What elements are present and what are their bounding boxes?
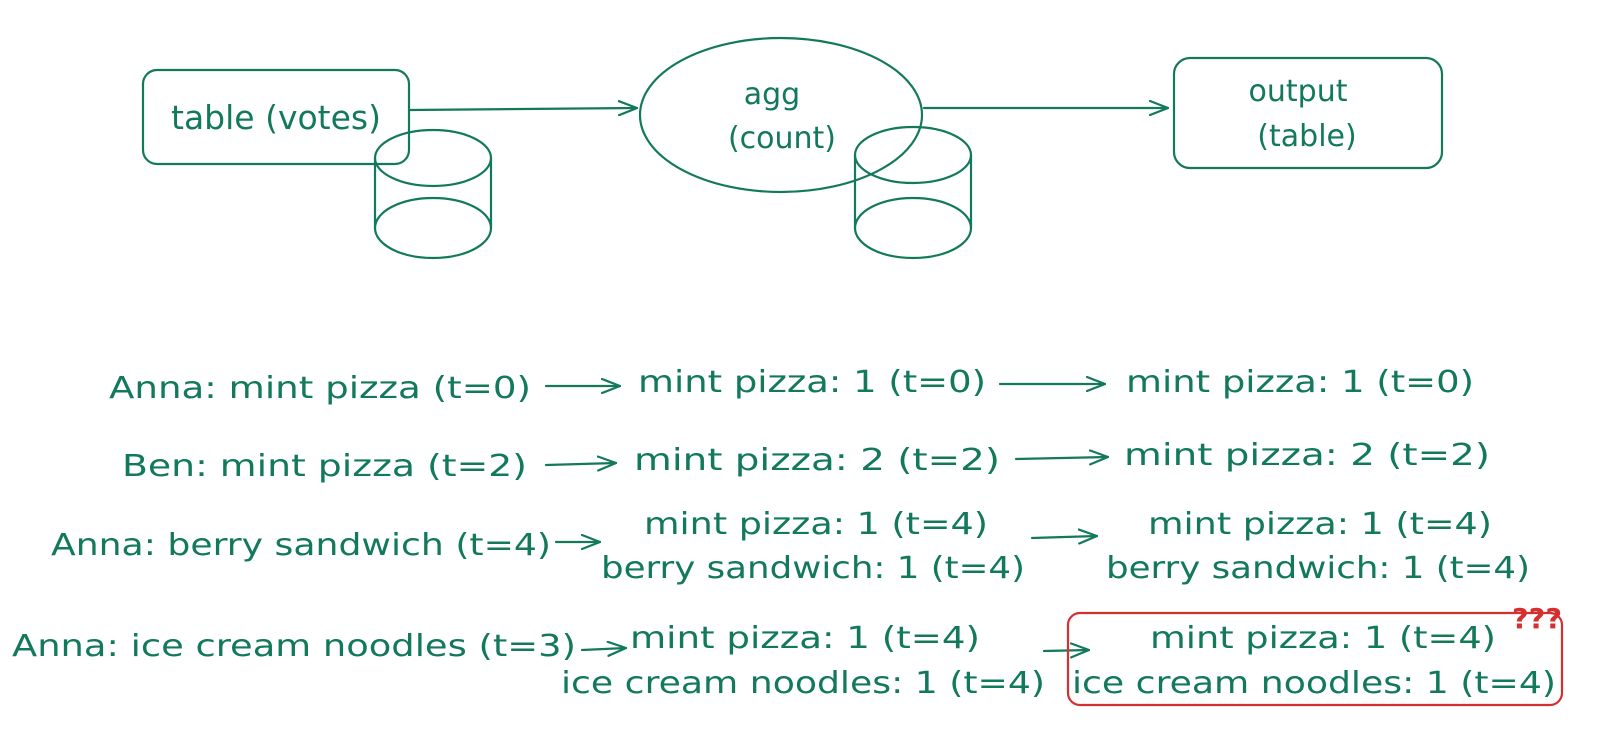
source-storage-icon	[373, 128, 493, 260]
row2-input-arrow	[544, 463, 618, 465]
agg-label: agg	[744, 77, 800, 112]
row3-output-arrow	[1030, 536, 1099, 538]
row2-input: Ben: mint pizza (t=2)	[122, 449, 527, 484]
row2-output-arrow	[1014, 457, 1110, 459]
row2-output-line1: mint pizza: 2 (t=2)	[1124, 438, 1490, 473]
row3-output-line1: mint pizza: 1 (t=4)	[1148, 507, 1492, 542]
output-sublabel: (table)	[1257, 119, 1356, 154]
row3-input: Anna: berry sandwich (t=4)	[51, 528, 551, 563]
row4-output-arrow	[1042, 650, 1091, 651]
source-to-agg-arrow	[408, 108, 639, 110]
agg-node	[638, 36, 924, 194]
source-label: table (votes)	[171, 98, 381, 137]
row1-agg-line1: mint pizza: 1 (t=0)	[638, 365, 986, 400]
anomaly-highlight-box	[1066, 611, 1564, 707]
source-table-box	[141, 68, 411, 166]
row4-output-line2: ice cream noodles: 1 (t=4)	[1072, 666, 1556, 701]
row1-output-line1: mint pizza: 1 (t=0)	[1126, 365, 1474, 400]
row1-input: Anna: mint pizza (t=0)	[109, 371, 531, 406]
agg-storage-icon	[853, 125, 973, 260]
row2-agg-line1: mint pizza: 2 (t=2)	[634, 443, 1000, 478]
row3-agg-line2: berry sandwich: 1 (t=4)	[601, 551, 1025, 586]
row3-agg-line1: mint pizza: 1 (t=4)	[644, 507, 988, 542]
row4-agg-line2: ice cream noodles: 1 (t=4)	[561, 666, 1045, 701]
row4-output-line1: mint pizza: 1 (t=4)	[1150, 621, 1496, 656]
row4-input: Anna: ice cream noodles (t=3)	[12, 629, 576, 664]
row4-agg-line1: mint pizza: 1 (t=4)	[630, 621, 980, 656]
row4-input-arrow	[580, 648, 628, 650]
output-table-box	[1172, 56, 1444, 170]
output-label: output	[1249, 74, 1348, 109]
agg-sublabel: (count)	[728, 121, 836, 156]
anomaly-annotation: ???	[1512, 602, 1562, 635]
row3-output-line2: berry sandwich: 1 (t=4)	[1106, 551, 1530, 586]
